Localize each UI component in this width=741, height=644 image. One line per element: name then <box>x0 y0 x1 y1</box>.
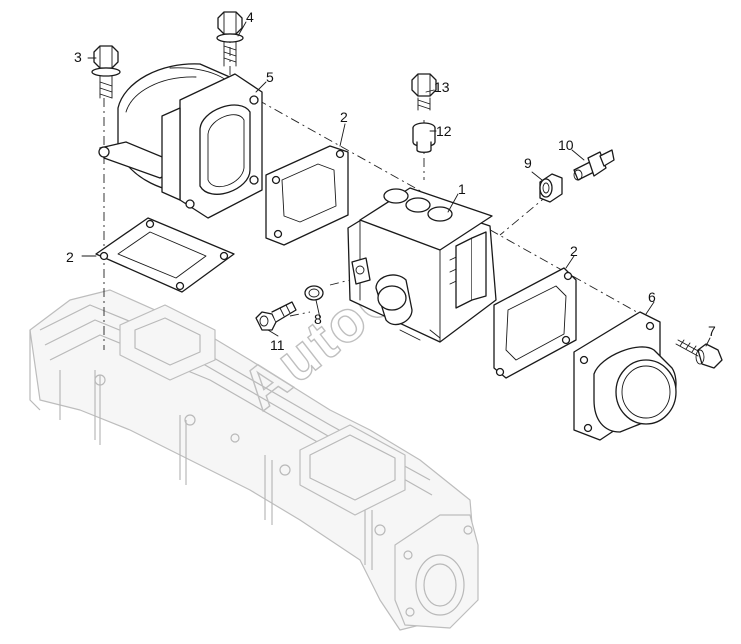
callout-2-left: 2 <box>66 249 74 265</box>
gasket-part-2-right <box>493 267 577 379</box>
plug-part-9 <box>539 173 563 203</box>
bolt-part-7 <box>675 339 723 369</box>
callout-2-upper: 2 <box>340 109 348 125</box>
callout-leaders <box>81 21 711 347</box>
bolt-part-3 <box>91 45 121 99</box>
outlet-flange-part-6 <box>573 311 677 441</box>
callout-9: 9 <box>524 155 532 171</box>
sleeve-part-12 <box>412 122 436 153</box>
callout-5: 5 <box>266 69 274 85</box>
callout-labels: 1 2 2 2 3 4 5 6 7 8 9 10 11 12 13 <box>66 9 716 353</box>
gasket-part-2-left <box>95 217 235 293</box>
valve-body-part-1 <box>347 187 497 343</box>
callout-4: 4 <box>246 9 254 25</box>
callout-7: 7 <box>708 323 716 339</box>
fitting-part-10 <box>573 149 615 181</box>
callout-12: 12 <box>436 123 452 139</box>
bolt-part-11 <box>255 301 297 331</box>
exhaust-manifold-ghost <box>29 289 479 631</box>
callout-13: 13 <box>434 79 450 95</box>
bolt-part-13 <box>411 73 437 111</box>
callout-2-right: 2 <box>570 243 578 259</box>
o-ring-part-8 <box>304 285 324 301</box>
callout-6: 6 <box>648 289 656 305</box>
callout-8: 8 <box>314 311 322 327</box>
bolt-part-4 <box>216 11 244 67</box>
gasket-part-2-upper <box>265 145 349 246</box>
callout-10: 10 <box>558 137 574 153</box>
callout-11: 11 <box>270 337 285 353</box>
callout-3: 3 <box>74 49 82 65</box>
callout-1: 1 <box>458 181 466 197</box>
exhaust-brake-cylinder-part-5 <box>98 63 263 219</box>
